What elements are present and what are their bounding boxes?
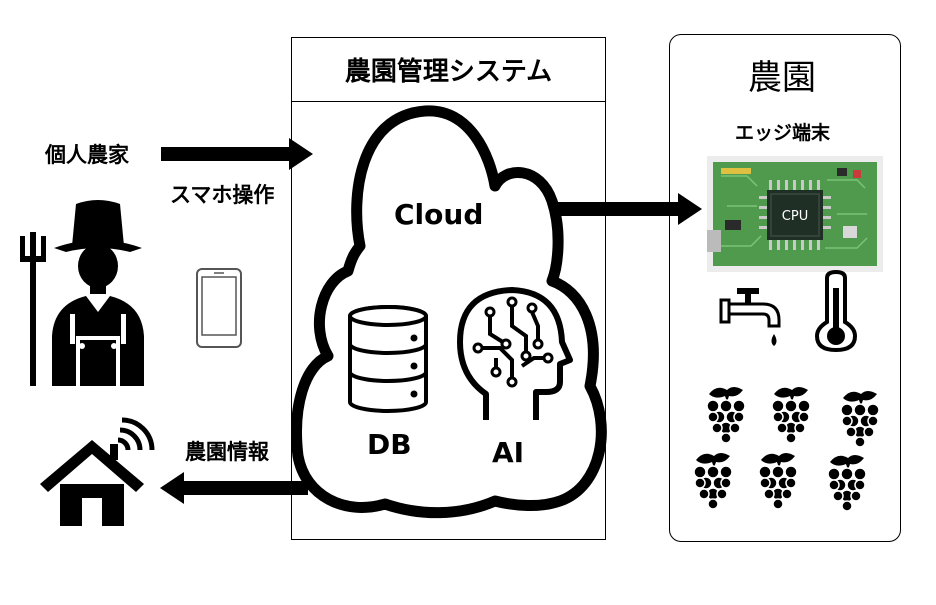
smartphone-icon (196, 268, 242, 348)
arrow-to-farm (552, 193, 702, 225)
system-box: 農園管理システム (291, 37, 606, 540)
ai-label: AI (492, 436, 525, 469)
faucet-icon (719, 288, 781, 346)
arrow-to-home (160, 472, 308, 504)
farm-title: 農園 (748, 58, 816, 98)
grape-icon-4 (693, 453, 733, 510)
grape-icon-6 (827, 455, 867, 512)
edge-label: エッジ端末 (735, 122, 831, 144)
database-icon (348, 305, 428, 413)
farm-box (669, 34, 901, 542)
thermometer-icon (814, 269, 858, 353)
circuit-board-icon: CPU (707, 156, 883, 272)
grape-icon-5 (758, 453, 798, 510)
farm-info-label: 農園情報 (185, 440, 269, 464)
smart-home-icon (40, 417, 155, 526)
cpu-label: CPU (782, 209, 808, 224)
ai-head-icon (457, 287, 573, 420)
system-title: 農園管理システム (292, 38, 605, 102)
farmer-label: 個人農家 (45, 143, 129, 167)
arrow-to-system (161, 138, 313, 170)
cloud-label: Cloud (394, 198, 484, 231)
farmer-icon (20, 200, 144, 386)
grape-icon-2 (771, 387, 811, 444)
db-label: DB (367, 428, 412, 461)
smartphone-label: スマホ操作 (170, 183, 275, 207)
grape-icon-1 (706, 387, 746, 444)
grape-icon-3 (840, 391, 880, 448)
